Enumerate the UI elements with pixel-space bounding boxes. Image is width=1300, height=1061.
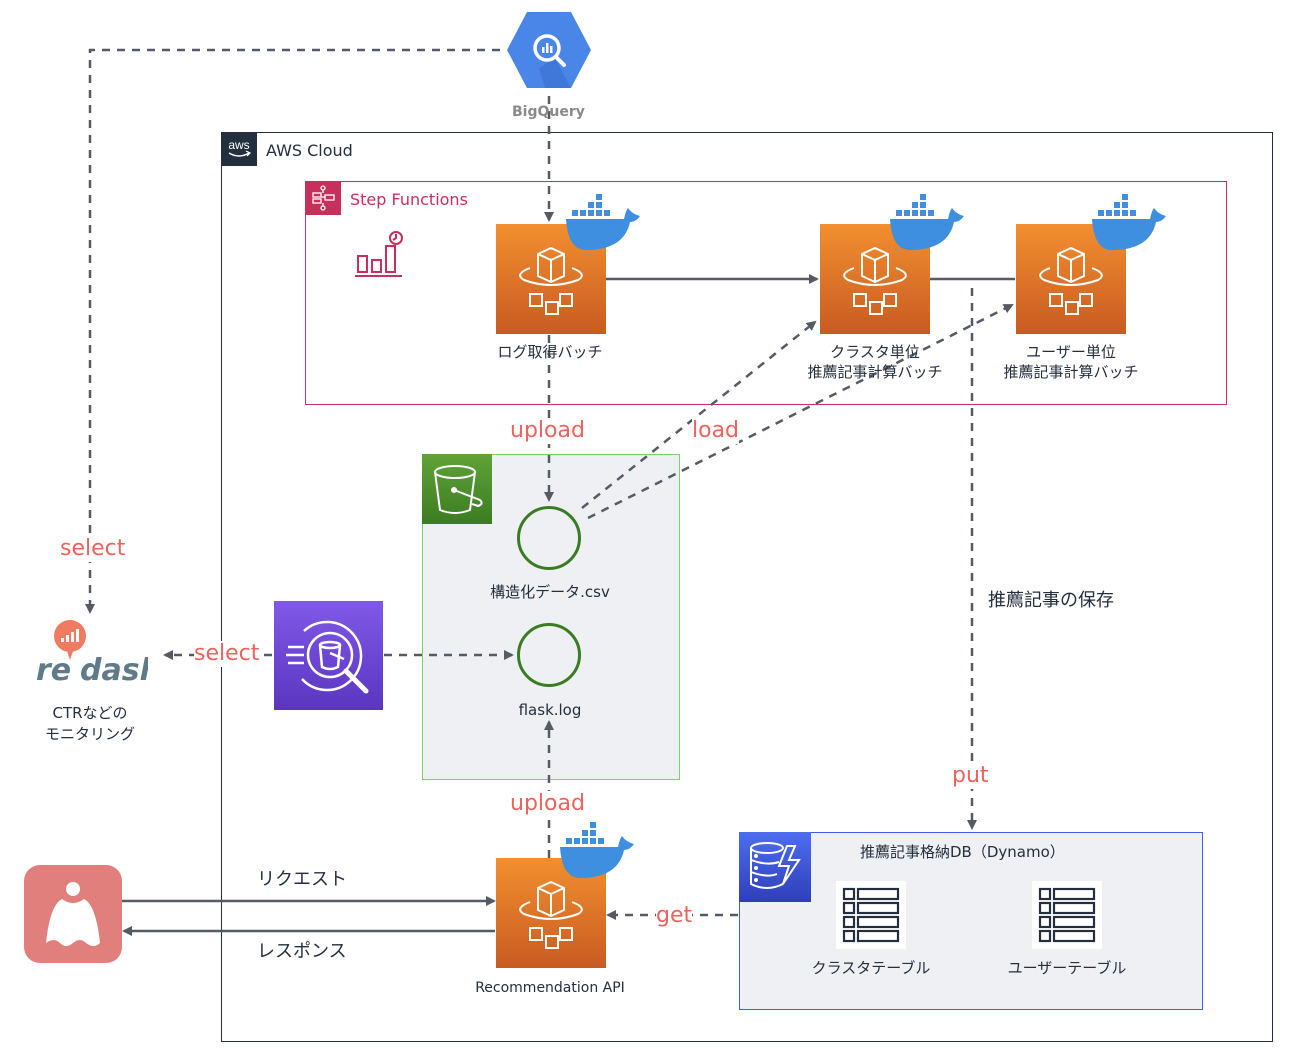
edge-label-load: load — [692, 418, 740, 444]
s3-object-csv[interactable] — [517, 506, 581, 570]
s3-bucket-icon — [422, 454, 492, 524]
redash-label-line2: モニタリング — [44, 725, 135, 743]
dynamodb-group — [739, 832, 1203, 1010]
aws-logo-icon: aws — [221, 132, 257, 166]
s3-object-flasklog[interactable] — [517, 623, 581, 687]
dynamodb-title: 推薦記事格納DB（Dynamo） — [860, 843, 1065, 861]
docker-icon — [1092, 192, 1172, 252]
log-batch-label: ログ取得バッチ — [497, 343, 603, 361]
svg-text:dash: dash — [80, 653, 148, 684]
table-icon[interactable] — [1032, 881, 1102, 949]
edge-label-upload-bottom: upload — [510, 791, 585, 817]
save-note-label: 推薦記事の保存 — [988, 590, 1114, 611]
s3-object-flasklog-label: flask.log — [518, 701, 582, 719]
request-label: リクエスト — [257, 869, 347, 890]
bigquery-label: BigQuery — [512, 104, 585, 120]
athena-icon[interactable] — [274, 601, 383, 710]
docker-icon — [560, 820, 640, 880]
docker-icon — [890, 192, 970, 252]
edge-label-select-left: select — [60, 536, 126, 562]
dynamodb-icon — [739, 832, 811, 902]
s3-object-csv-label: 構造化データ.csv — [490, 583, 610, 601]
client-app-icon[interactable] — [24, 865, 122, 963]
redash-label-line1: CTRなどの — [52, 704, 128, 722]
response-label: レスポンス — [257, 941, 347, 962]
edge-label-upload-top: upload — [510, 418, 585, 444]
bigquery-icon[interactable] — [505, 8, 593, 92]
edge-label-put: put — [952, 763, 989, 789]
step-functions-icon — [305, 181, 341, 215]
table-icon[interactable] — [836, 881, 906, 949]
user-batch-label-line2: 推薦記事計算バッチ — [1003, 363, 1139, 381]
svg-text:aws: aws — [228, 138, 249, 152]
recommendation-api-label: Recommendation API — [475, 980, 625, 996]
user-table-label: ユーザーテーブル — [1007, 959, 1127, 977]
cluster-table-label: クラスタテーブル — [811, 959, 931, 977]
edge-label-select-athena: select — [194, 641, 260, 667]
cluster-batch-label-line1: クラスタ単位 — [830, 343, 920, 361]
redash-logo[interactable]: re dash — [36, 620, 161, 688]
docker-icon — [566, 192, 646, 252]
edge-label-get: get — [656, 903, 693, 929]
user-batch-label-line1: ユーザー単位 — [1026, 343, 1116, 361]
step-functions-title: Step Functions — [350, 190, 468, 209]
cluster-batch-label-line2: 推薦記事計算バッチ — [807, 363, 943, 381]
svg-text:re: re — [36, 653, 71, 684]
aws-cloud-title: AWS Cloud — [266, 141, 353, 160]
scheduled-metrics-icon — [352, 228, 408, 280]
